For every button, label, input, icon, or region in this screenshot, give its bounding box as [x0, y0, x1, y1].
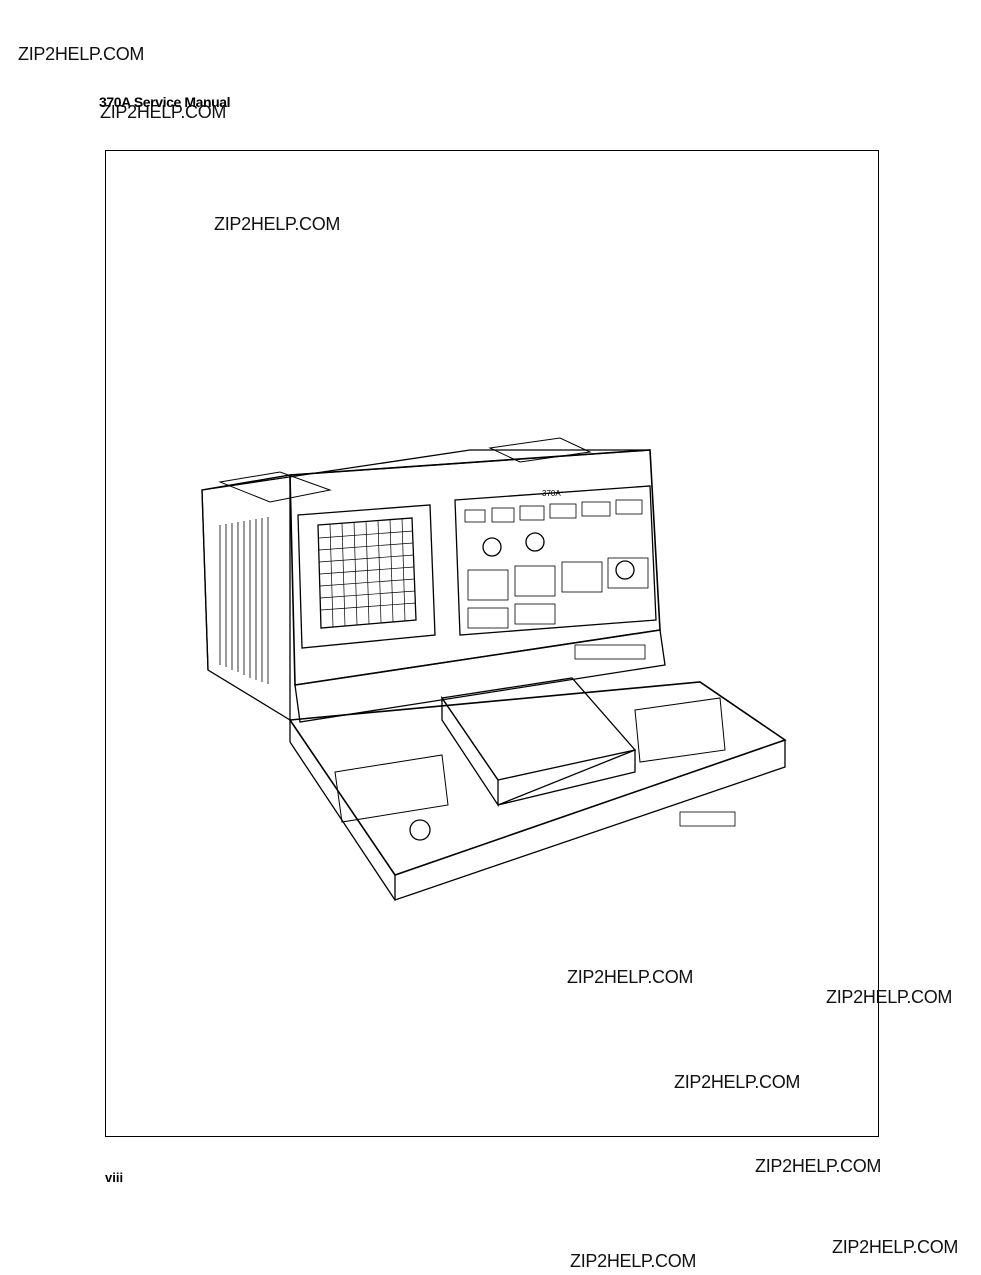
- manual-header: 370A Service Manual: [99, 94, 231, 110]
- figure-frame: [105, 150, 879, 1137]
- watermark: ZIP2HELP.COM: [755, 1156, 882, 1176]
- watermark: ZIP2HELP.COM: [567, 967, 694, 987]
- watermark: ZIP2HELP.COM: [18, 44, 145, 64]
- panel-label: 370A: [542, 489, 561, 498]
- watermark: ZIP2HELP.COM: [826, 987, 953, 1007]
- watermark: ZIP2HELP.COM: [832, 1237, 959, 1257]
- watermark: ZIP2HELP.COM: [570, 1251, 697, 1271]
- watermark: ZIP2HELP.COM: [214, 214, 341, 234]
- page-number: viii: [105, 1170, 124, 1185]
- instrument-illustration: 370A: [180, 420, 800, 920]
- watermark: ZIP2HELP.COM: [674, 1072, 801, 1092]
- watermark: ZIP2HELP.COM: [100, 102, 227, 122]
